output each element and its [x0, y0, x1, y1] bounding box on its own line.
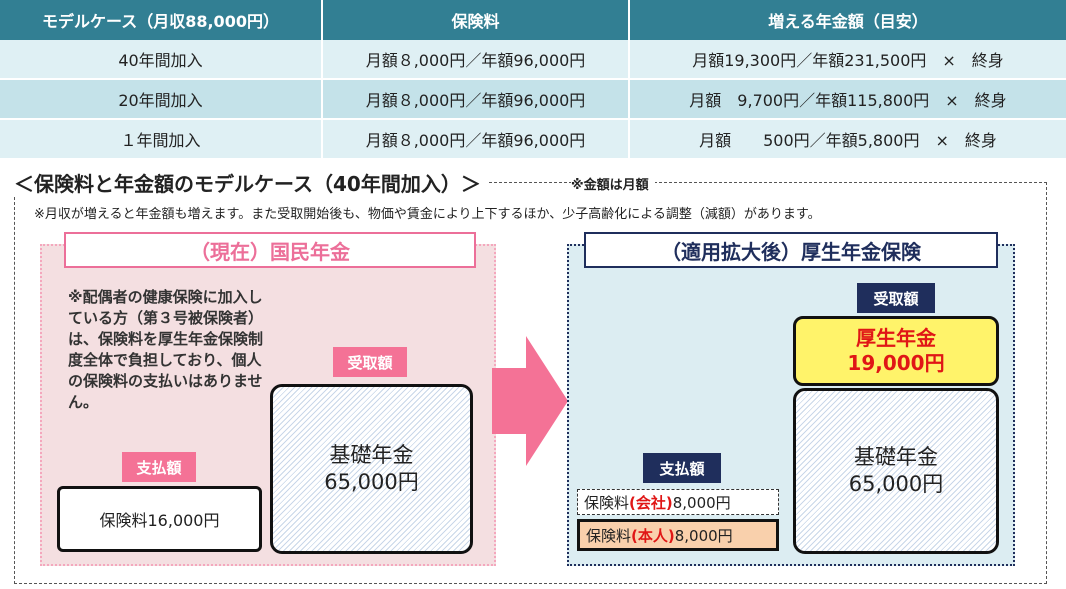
- employee-pension-title: （適用拡大後）厚生年金保険: [584, 232, 998, 268]
- table-cell: 月額 9,700円／年額115,800円 × 終身: [689, 91, 1007, 110]
- company-premium-box: 保険料(会社) 8,000円: [577, 489, 779, 515]
- payment-amount-label: 支払額: [643, 453, 721, 483]
- basic-pension-box: 基礎年金 65,000円: [793, 388, 999, 554]
- table-cell: 20年間加入: [118, 91, 203, 110]
- table-cell: 月額８,000円／年額96,000円: [365, 91, 586, 110]
- basic-pension-amount: 65,000円: [848, 472, 944, 496]
- receive-amount-label: 受取額: [333, 347, 407, 377]
- table-header-row: モデルケース（月収88,000円） 保険料 増える年金額（目安）: [0, 0, 1066, 40]
- company-tag: (会社): [629, 493, 673, 512]
- employee-pension-box: 厚生年金 19,000円: [793, 316, 999, 386]
- table-cell: 月額８,000円／年額96,000円: [365, 131, 586, 150]
- basic-pension-amount: 65,000円: [324, 470, 419, 494]
- self-premium-box: 保険料(本人) 8,000円: [577, 519, 779, 551]
- basic-pension-label: 基礎年金: [329, 443, 414, 467]
- table-row: 20年間加入 月額８,000円／年額96,000円 月額 9,700円／年額11…: [0, 80, 1066, 118]
- table-cell: １年間加入: [120, 131, 201, 150]
- employee-pension-label: 厚生年金: [856, 326, 936, 350]
- dependent-spouse-note: ※配偶者の健康保険に加入している方（第３号被保険者）は、保険料を厚生年金保険制度…: [68, 288, 264, 411]
- premium-box: 保険料16,000円: [57, 486, 262, 552]
- arrow-right-icon: [492, 336, 568, 466]
- section-heading: ＜保険料と年金額のモデルケース（40年間加入）＞: [14, 168, 489, 197]
- pension-comparison-table: モデルケース（月収88,000円） 保険料 増える年金額（目安） 40年間加入 …: [0, 0, 1066, 158]
- payment-amount-label: 支払額: [122, 452, 196, 482]
- column-divider: [321, 0, 323, 158]
- basic-pension-box: 基礎年金 65,000円: [270, 384, 473, 554]
- header-premium: 保険料: [451, 12, 500, 31]
- table-cell: 40年間加入: [118, 51, 203, 70]
- table-row: 40年間加入 月額８,000円／年額96,000円 月額19,300円／年額23…: [0, 40, 1066, 78]
- premium-prefix: 保険料: [584, 493, 630, 512]
- premium-amount: 8,000円: [672, 493, 731, 512]
- premium-amount: 8,000円: [674, 526, 733, 545]
- self-tag: (本人): [631, 526, 675, 545]
- monthly-amount-note: ※金額は月額: [571, 174, 655, 193]
- receive-amount-label: 受取額: [857, 283, 935, 313]
- premium-prefix: 保険料: [586, 526, 632, 545]
- column-divider: [628, 0, 630, 158]
- header-model-case: モデルケース（月収88,000円）: [42, 12, 279, 31]
- pension-note: ※月収が増えると年金額も増えます。また受取開始後も、物価や賃金により上下するほか…: [34, 207, 821, 222]
- basic-pension-label: 基礎年金: [854, 445, 938, 469]
- table-cell: 月額８,000円／年額96,000円: [365, 51, 586, 70]
- header-pension-increase: 増える年金額（目安）: [768, 12, 928, 31]
- table-cell: 月額 500円／年額5,800円 × 終身: [699, 131, 997, 150]
- model-case-frame: [14, 182, 1047, 584]
- employee-pension-amount: 19,000円: [847, 351, 945, 375]
- table-cell: 月額19,300円／年額231,500円 × 終身: [692, 51, 1004, 70]
- national-pension-title: （現在）国民年金: [64, 232, 476, 268]
- table-row: １年間加入 月額８,000円／年額96,000円 月額 500円／年額5,800…: [0, 120, 1066, 158]
